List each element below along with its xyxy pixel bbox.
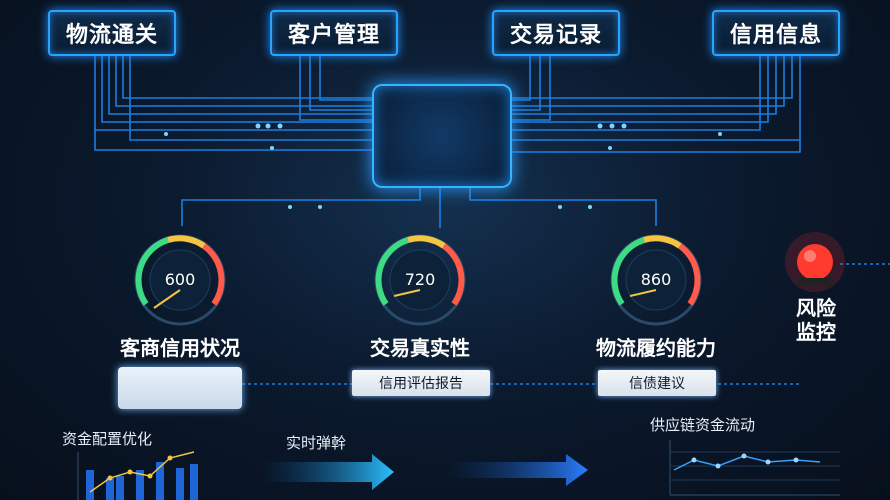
gauge-2-value: 720 [404,270,436,289]
allocation-bar-chart [77,451,198,500]
gauge-2 [374,234,466,326]
alarm-light-icon [785,232,845,292]
risk-monitor-line2: 监控 [796,320,836,344]
gauge-1-label: 客商信用状况 [120,336,240,360]
central-hub [372,84,512,188]
fund-allocation-title: 资金配置优化 [62,430,153,448]
credit-summary-card [118,367,242,409]
gauge-2-label: 交易真实性 [370,336,470,360]
top-node-transactions: 交易记录 [492,10,620,56]
gauge-1 [134,234,226,326]
flow-arrow-2 [446,454,588,486]
supply-chain-flow-title: 供应链资金流动 [650,416,756,434]
capital-flow-line-chart [669,440,840,496]
gauge-3-value: 860 [640,270,672,289]
top-node-customer: 客户管理 [270,10,398,56]
gauge-3 [610,234,702,326]
gauge-3-label: 物流履约能力 [596,336,716,360]
realtime-flow-title: 实时弹幹 [286,434,347,452]
top-node-logistics: 物流通关 [48,10,176,56]
risk-monitor-label: 风险 监控 [796,296,836,344]
risk-monitor-line1: 风险 [796,296,836,320]
flow-arrow-1 [262,454,394,490]
top-node-credit: 信用信息 [712,10,840,56]
debt-advice-pill: 信债建议 [598,370,716,396]
credit-report-pill: 信用评估报告 [352,370,490,396]
gauge-1-value: 600 [164,270,196,289]
